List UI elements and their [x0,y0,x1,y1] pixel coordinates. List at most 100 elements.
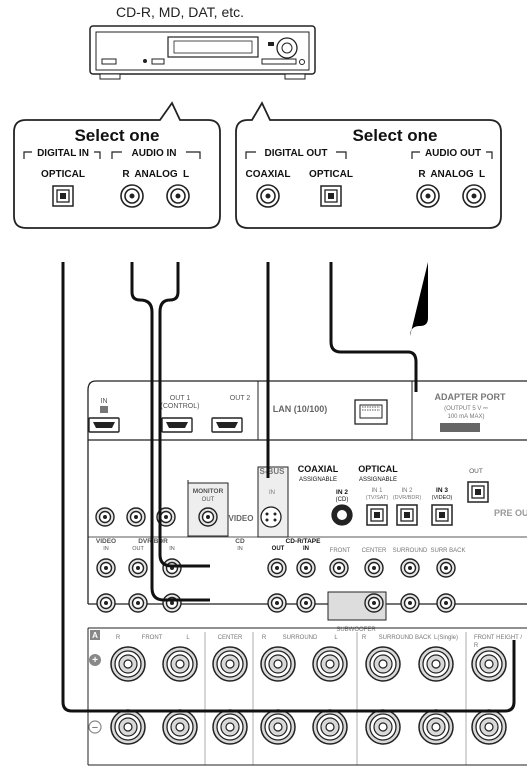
left-optical-jack [53,186,73,206]
pre-out-label: PRE OUT [494,508,527,518]
minus-label: − [92,722,98,734]
monitor-out-label: OUT [202,497,215,503]
device-caption: CD-R, MD, DAT, etc. [116,4,244,20]
right-r-jack [417,185,439,207]
left-panel-heading: Select one [74,126,159,145]
monitor-label: MONITOR [193,488,224,495]
video-in-label: IN [103,546,109,552]
video-audio-jack-l [97,594,115,612]
video-audio-label: VIDEO [96,538,116,545]
cdr-in-jack-l [297,594,315,612]
pre-front-label: FRONT [330,548,351,554]
dvr-in-jack-l [163,594,181,612]
optical-in2-jack [397,505,417,525]
left-select-panel: Select one DIGITAL IN OPTICAL AUDIO IN R… [14,103,220,228]
subwoofer-jack [365,594,383,612]
audio-out-label: AUDIO OUT [425,148,481,159]
pre-surround-jack-l [401,594,419,612]
video-jack-1 [96,508,114,526]
pre-center-label: CENTER [362,548,387,554]
coax-in2-sub: (CD) [336,497,349,503]
spk-lsingle-label: L(Single) [434,635,458,641]
hdmi-out1-port [162,418,192,432]
spk-surround-l: L [334,635,338,641]
right-select-panel: Select one DIGITAL OUT COAXIAL OPTICAL A… [236,103,501,228]
optical-in3-jack [432,505,452,525]
opt-in3-label: IN 3 [436,487,448,494]
spk-center-label: CENTER [218,635,243,641]
spk-front-l-minus [163,710,197,744]
opt-in2-sub: (DVR/BDR) [393,495,422,501]
opt-in3-sub: (VIDEO) [432,495,453,501]
coax-in2-label: IN 2 [336,489,348,496]
adapter-port [440,423,480,432]
spk-surround-l-minus [313,710,347,744]
spk-center-minus [213,710,247,744]
video-label: VIDEO [229,514,254,523]
cd-label: CD [235,538,245,545]
right-panel-heading: Select one [352,126,437,145]
left-optical-label: OPTICAL [41,169,85,180]
pre-front-jack-r [330,559,348,577]
spk-surrback-r: R [362,635,367,641]
cdr-out-jack-l [268,594,286,612]
left-r-jack [121,185,143,207]
spk-fh-r-minus [472,710,506,744]
left-l-label: L [183,169,189,180]
plus-label: + [92,655,98,666]
optical-assignable: ASSIGNABLE [359,477,397,483]
right-l-jack [463,185,485,207]
pre-center-jack [365,559,383,577]
cd-recorder-device [90,26,315,79]
spk-surrback-r-plus [366,647,400,681]
pre-surr-back-label: SURR BACK [430,548,465,554]
right-coaxial-label: COAXIAL [246,169,291,180]
right-r-label: R [418,169,426,180]
right-analog-label: ANALOG [430,169,474,180]
coax-out-label: OUT [272,546,285,552]
cdr-in-label: IN [303,546,309,552]
left-l-jack [167,185,189,207]
spk-fh-r: R [474,643,479,649]
dvr-in-label: IN [169,546,175,552]
adapter-sub2: 100 mA MAX) [447,414,484,420]
spk-surround-l-plus [313,647,347,681]
hdmi-out1-label: OUT 1 [170,395,191,402]
pre-surr-back-jack-l [437,594,455,612]
opt-in2-label: IN 2 [401,488,413,494]
right-coaxial-jack [257,185,279,207]
digital-in-label: DIGITAL IN [37,148,89,159]
spk-front-l: L [186,635,190,641]
video-jack-2 [127,508,145,526]
dvr-out-label: OUT [132,546,144,552]
dvr-out-jack-r [129,559,147,577]
hdmi-out2-port [212,418,242,432]
spk-front-label: FRONT [142,635,163,641]
spk-surround-back-label: SURROUND BACK [379,635,432,641]
digital-out-label: DIGITAL OUT [265,148,328,159]
right-l-label: L [479,169,485,180]
optical-out-jack [468,482,488,502]
pre-surround-jack-r [401,559,419,577]
opt-out-label: OUT [469,468,483,475]
pre-surr-back-jack-r [437,559,455,577]
cd-in-label: IN [237,546,243,552]
spk-center-plus [213,647,247,681]
cdr-out-jack-r [268,559,286,577]
spk-surround-r-plus [261,647,295,681]
optical-receiver-label: OPTICAL [358,464,398,474]
sbus-in-label: IN [269,490,275,496]
lan-label: LAN (10/100) [273,404,328,414]
receiver-rear-panel: IN OUT 1 (CONTROL) OUT 2 LAN (10/100) AD… [88,381,527,765]
spk-surround-label: SURROUND [283,635,318,641]
spk-surrback-r-minus [366,710,400,744]
right-optical-jack [321,186,341,206]
video-audio-jack-r [97,559,115,577]
spk-surrback-l-minus [419,710,453,744]
right-optical-label: OPTICAL [309,169,353,180]
optical-in1-jack [367,505,387,525]
pre-surround-label: SURROUND [393,548,428,554]
dvr-in-jack-r [163,559,181,577]
